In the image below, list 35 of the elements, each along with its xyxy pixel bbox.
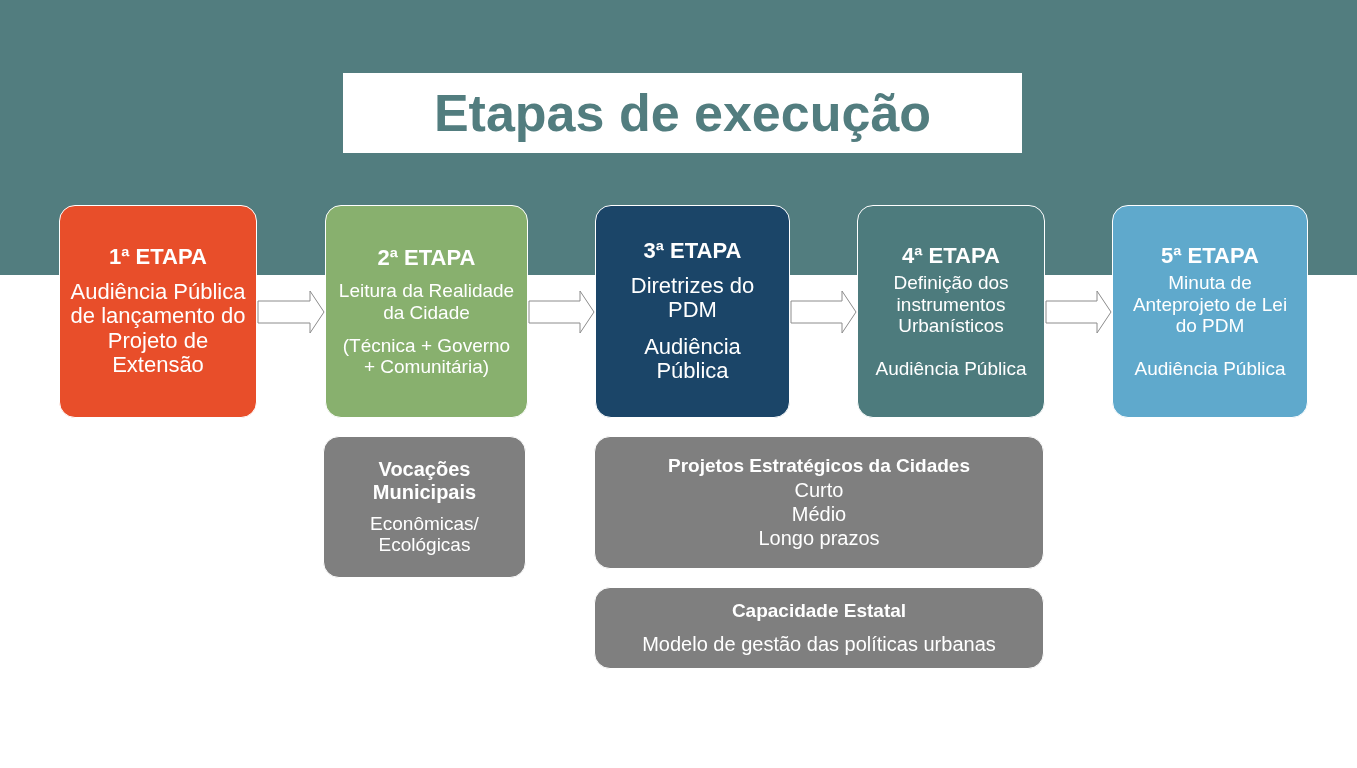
body-text: Minuta de Anteprojeto de Lei do PDM [1131, 272, 1289, 337]
stage-box [1112, 205, 1308, 418]
block-arrow [790, 290, 857, 334]
body-text: Diretrizes do PDM [629, 273, 756, 323]
heading: Projetos Estratégicos da Cidades [668, 455, 970, 477]
heading: 4ª ETAPA [902, 243, 1000, 269]
block-arrow [257, 290, 325, 334]
body-text: Curto [794, 478, 844, 501]
body-text: Definição dos instrumentos Urbanísticos [892, 272, 1010, 337]
block-arrow [1045, 290, 1112, 334]
block-arrow [528, 290, 595, 334]
heading: 5ª ETAPA [1161, 243, 1259, 269]
body-text: Audiência Pública de lançamento do Projeto de Extensão [70, 279, 246, 379]
body-text: Audiência Pública [875, 358, 1027, 380]
body-text: Audiência Pública [1134, 358, 1286, 380]
heading: Vocações Municipais [371, 458, 478, 504]
body-text: (Técnica + Governo + Comunitária) [341, 334, 512, 378]
heading: 2ª ETAPA [377, 245, 476, 271]
body-text: Médio [791, 502, 847, 526]
body-text: Leitura da Realidade da Cidade [337, 280, 516, 323]
title: Etapas de execução [433, 83, 932, 143]
heading: 1ª ETAPA [109, 244, 207, 270]
info-box [323, 436, 526, 578]
heading: Capacidade Estatal [731, 600, 907, 622]
info-box [594, 587, 1044, 669]
info-box [594, 436, 1044, 569]
heading: 3ª ETAPA [643, 238, 742, 264]
body-text: Longo prazos [758, 527, 880, 550]
stage-box [857, 205, 1045, 418]
stage-box [325, 205, 528, 418]
body-text: Audiência Pública [643, 334, 742, 385]
body-text: Modelo de gestão das políticas urbanas [642, 633, 996, 656]
body-text: Econômicas/ Ecológicas [369, 513, 480, 556]
stage-box [59, 205, 257, 418]
stage-box [595, 205, 790, 418]
